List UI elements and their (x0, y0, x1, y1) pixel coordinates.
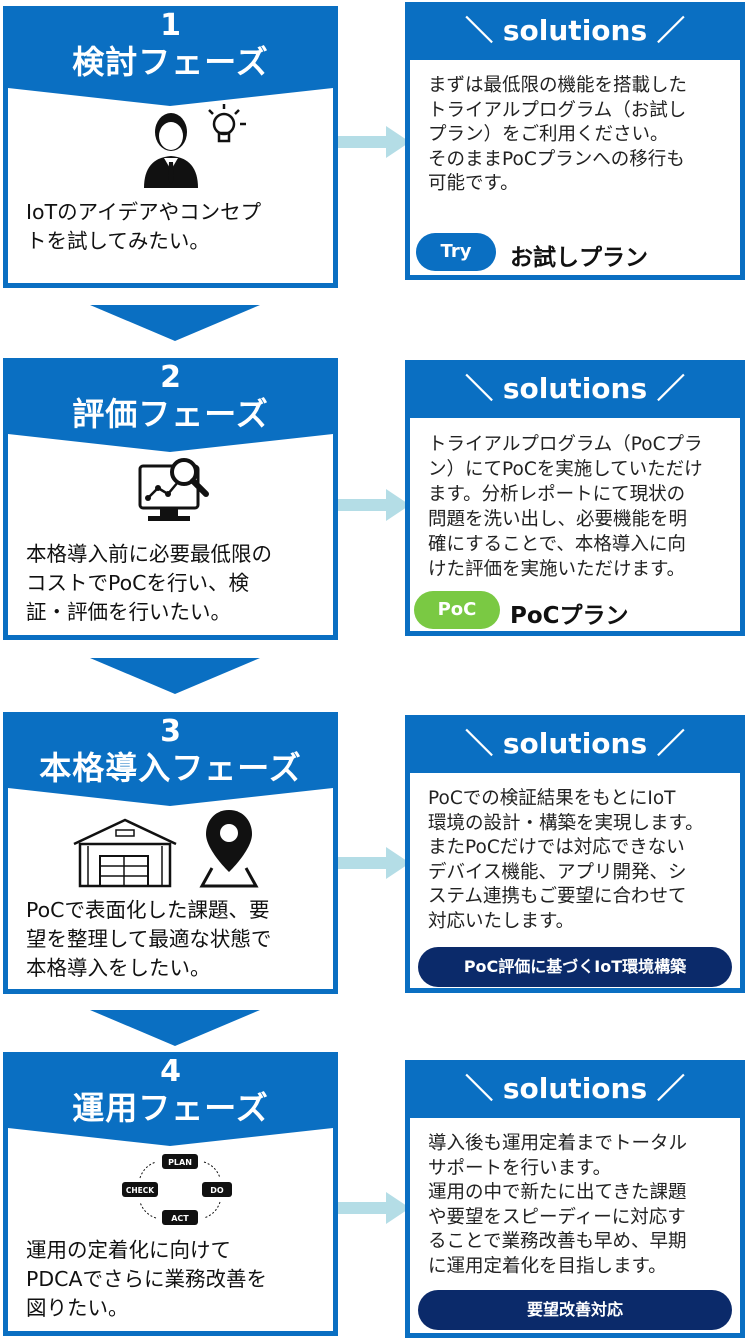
pdca-plan-label: PLAN (168, 1158, 192, 1167)
map-pin-icon (199, 810, 259, 888)
solution-1-body: まずは最低限の機能を搭載した トライアルプログラム（お試し プラン）をご利用くだ… (410, 60, 740, 275)
arrow-right-icon (338, 1192, 410, 1224)
plan-name: PoCプラン (510, 603, 629, 629)
phase-description: 運用の定着化に向けて PDCAでさらに業務改善を 図りたい。 (26, 1238, 267, 1320)
phase-title: 運用フェーズ (72, 1089, 269, 1127)
pdca-check-label: CHECK (126, 1186, 155, 1195)
phase-3-body: PoCで表面化した課題、要 望を整理して最適な状態で 本格導入をしたい。 (8, 788, 333, 989)
phase-2-header: 2 評価フェーズ (3, 358, 338, 434)
chevron-down-icon (90, 658, 260, 694)
poc-badge: PoC (414, 591, 500, 629)
phase-title: 検討フェーズ (72, 43, 269, 81)
analytics-monitor-icon (138, 458, 209, 521)
solution-header: ＼ solutions ／ (465, 727, 685, 760)
phase-description: PoCで表面化した課題、要 望を整理して最適な状態で 本格導入をしたい。 (26, 898, 272, 980)
solution-description: PoCでの検証結果をもとにIoT 環境の設計・構築を実現します。 またPoCだけ… (428, 788, 704, 932)
solution-3-card: ＼ solutions ／ PoCでの検証結果をもとにIoT 環境の設計・構築を… (405, 715, 745, 993)
phase-2-card: 2 評価フェーズ 本格導入前に必要最低限の コストでPoCを行い、検 証・評価を… (3, 358, 338, 640)
phase-4-header: 4 運用フェーズ (3, 1052, 338, 1128)
phase-3-card: 3 本格導入フェーズ PoCで表面化した課題、要 望を整理して最適な状態で 本格… (3, 712, 338, 994)
arrow-right-icon (338, 847, 410, 879)
solution-3-body: PoCでの検証結果をもとにIoT 環境の設計・構築を実現します。 またPoCだけ… (410, 773, 740, 988)
phase-number: 1 (160, 8, 181, 43)
phase-title: 評価フェーズ (72, 395, 269, 433)
solution-1-card: ＼ solutions ／ まずは最低限の機能を搭載した トライアルプログラム（… (405, 2, 745, 280)
arrow-right-icon (338, 126, 410, 158)
solution-header: ＼ solutions ／ (465, 1072, 685, 1105)
phase-number: 2 (160, 360, 181, 395)
phase-1-body: IoTのアイデアやコンセプ トを試してみたい。 (8, 88, 333, 283)
plan-name: お試しプラン (510, 245, 648, 271)
warehouse-icon (73, 818, 177, 888)
solution-2-body: トライアルプログラム（PoCプラ ン）にてPoCを実施していただけ ます。分析レ… (410, 418, 740, 631)
solution-header: ＼ solutions ／ (465, 372, 685, 405)
chevron-down-icon (90, 1010, 260, 1046)
solution-label-bar: PoC評価に基づくIoT環境構築 (418, 947, 732, 987)
solution-2-card: ＼ solutions ／ トライアルプログラム（PoCプラ ン）にてPoCを実… (405, 360, 745, 636)
phase-3-header: 3 本格導入フェーズ (3, 712, 338, 788)
phase-2-body: 本格導入前に必要最低限の コストでPoCを行い、検 証・評価を行いたい。 (8, 434, 333, 635)
solution-4-body: 導入後も運用定着までトータル サポートを行います。 運用の中で新たに出てきた課題… (410, 1118, 740, 1333)
solution-4-card: ＼ solutions ／ 導入後も運用定着までトータル サポートを行います。 … (405, 1060, 745, 1338)
phase-title: 本格導入フェーズ (39, 749, 302, 787)
phase-number: 3 (160, 714, 181, 749)
pdca-do-label: DO (210, 1186, 224, 1195)
phase-4-body: PLAN DO ACT CHECK 運用の定着化に向けて PDCAでさらに業務改… (8, 1128, 333, 1331)
solution-description: まずは最低限の機能を搭載した トライアルプログラム（お試し プラン）をご利用くだ… (428, 75, 688, 194)
lightbulb-icon (208, 104, 246, 143)
chevron-down-icon (90, 305, 260, 341)
phase-1-card: 1 検討フェーズ IoTのアイデアやコンセプ トを試してみたい。 (3, 6, 338, 288)
solution-label-bar: 要望改善対応 (418, 1290, 732, 1330)
solution-description: トライアルプログラム（PoCプラ ン）にてPoCを実施していただけ ます。分析レ… (428, 434, 703, 580)
phase-number: 4 (160, 1054, 181, 1089)
arrow-right-icon (338, 489, 410, 521)
pdca-act-label: ACT (171, 1214, 189, 1223)
phase-description: 本格導入前に必要最低限の コストでPoCを行い、検 証・評価を行いたい。 (26, 542, 272, 624)
try-badge: Try (416, 233, 496, 271)
pdca-cycle-icon: PLAN DO ACT CHECK (122, 1154, 232, 1225)
phase-1-header: 1 検討フェーズ (3, 6, 338, 82)
solution-header: ＼ solutions ／ (465, 14, 685, 47)
solution-description: 導入後も運用定着までトータル サポートを行います。 運用の中で新たに出てきた課題… (428, 1133, 688, 1277)
person-icon (144, 113, 198, 188)
phase-description: IoTのアイデアやコンセプ トを試してみたい。 (26, 200, 262, 253)
phase-4-card: 4 運用フェーズ PLAN DO ACT CHECK 運用の定着化に向けて PD… (3, 1052, 338, 1336)
